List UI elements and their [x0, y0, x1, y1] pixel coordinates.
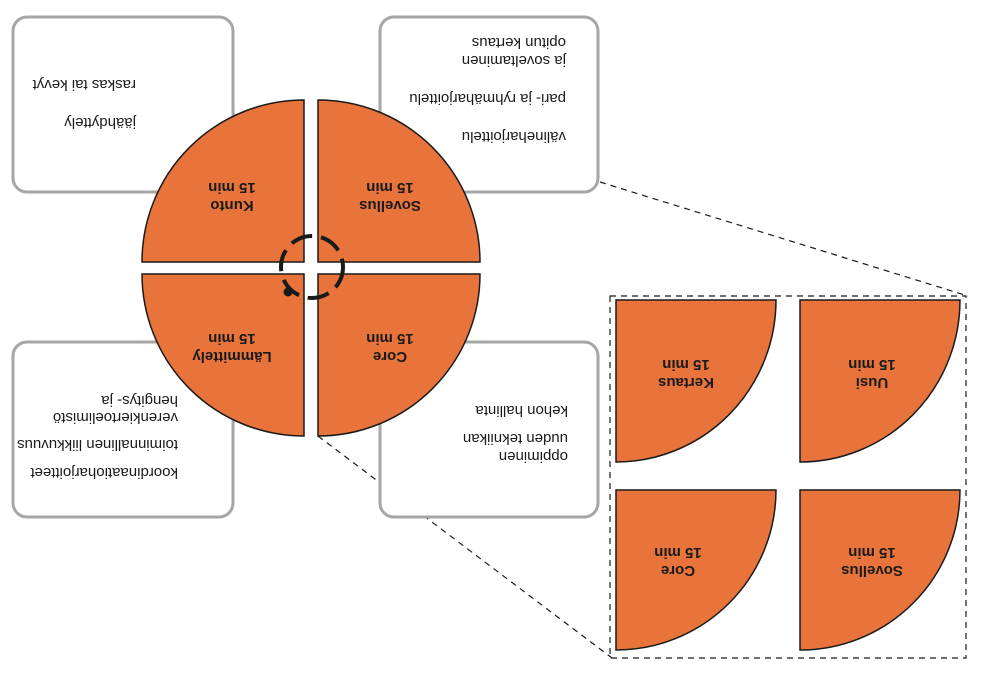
sovellus-note-2: pari- ja ryhmäharjoittelu [409, 90, 566, 107]
detail-segment-uusi [799, 299, 961, 463]
detail-core-time: 15 min [654, 544, 702, 561]
detail-uusi-name: Uusi [856, 374, 889, 391]
wheel-lammittely-time: 15 min [208, 330, 256, 347]
detail-uusi-time: 15 min [848, 356, 896, 373]
detail-frame [609, 295, 967, 659]
wheel-segment-core [317, 273, 481, 437]
kunto-note-1: jäähdyttely [64, 114, 137, 131]
detail-core-name: Core [661, 562, 695, 579]
detail-segment-kertaus [615, 299, 777, 463]
box-lammittely [11, 340, 235, 519]
wheel-kunto-name: Kunto [210, 197, 253, 214]
wheel-core-name: Core [373, 348, 407, 365]
core-note-1: oppiminen [499, 448, 568, 465]
core-note-2: uuden tekniikan [463, 430, 568, 447]
sovellus-note-1: välineharjoittelu [462, 128, 566, 145]
detail-sovellus-time: 15 min [848, 544, 896, 561]
lammittely-note-3: verenkiertoelimistö [53, 409, 178, 426]
wheel-sovellus-name: Sovellus [359, 197, 421, 214]
detail-kertaus-time: 15 min [662, 356, 710, 373]
lammittely-note-1: koordinaatioharjoitteet [30, 464, 178, 481]
box-sovellus [378, 15, 600, 194]
detail-kertaus-name: Kertaus [658, 374, 714, 391]
sovellus-note-3: ja soveltaminen [462, 52, 567, 69]
connector-line-top [599, 181, 969, 297]
detail-segment-sovellus [799, 489, 961, 651]
wheel-lammittely-name: Lämmittely [192, 348, 272, 365]
lammittely-note-2: toiminnallinen liikkuvuus [17, 436, 178, 453]
lammittely-note-4: hengitys- ja [101, 392, 178, 409]
detail-sovellus-name: Sovellus [841, 562, 903, 579]
kunto-note-2: raskas tai kevyt [32, 76, 136, 93]
wheel-segment-sovellus [317, 99, 481, 263]
core-note-3: kehon hallinta [475, 402, 568, 419]
circular-arrow-icon [279, 234, 345, 300]
wheel-core-time: 15 min [366, 330, 414, 347]
detail-segment-core [615, 489, 777, 651]
wheel-segment-kunto [141, 99, 305, 263]
wheel-kunto-time: 15 min [208, 179, 256, 196]
wheel-sovellus-time: 15 min [366, 179, 414, 196]
box-kunto [11, 15, 235, 194]
sovellus-note-4: opitun kertaus [472, 34, 566, 51]
wheel-segment-lammittely [141, 273, 305, 437]
